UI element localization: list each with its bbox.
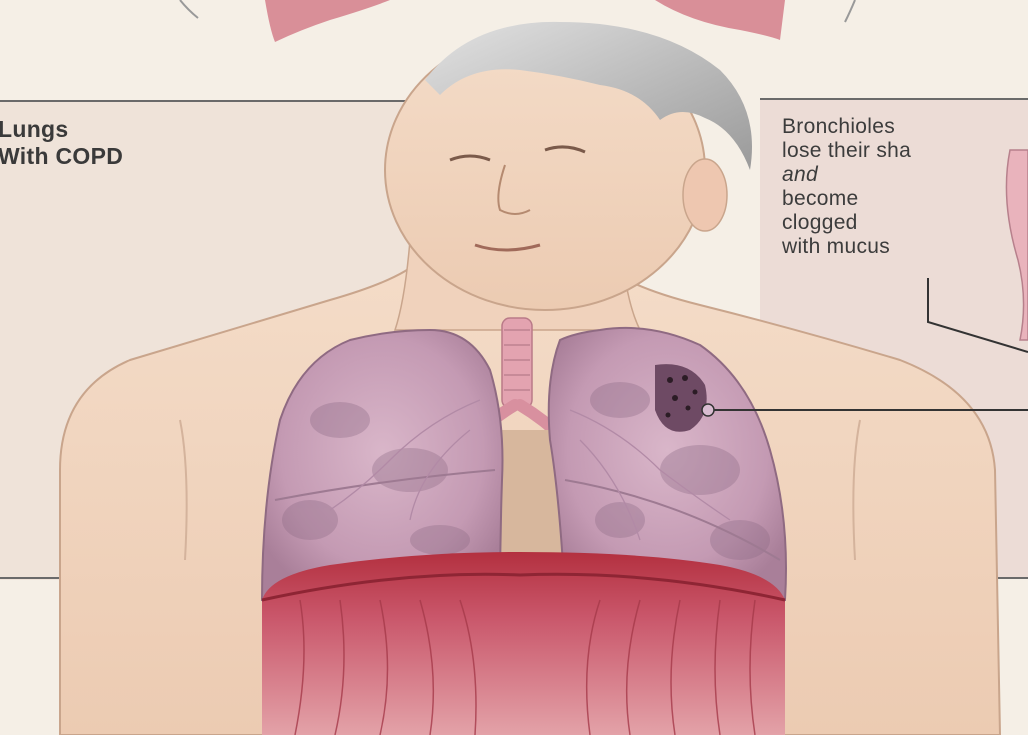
diagram-title: Lungs With COPD — [0, 116, 123, 170]
callout-line-1: Bronchioles — [782, 115, 911, 139]
title-line-1: Lungs — [0, 116, 123, 143]
callout-target — [702, 404, 714, 416]
callout-line-6: with mucus — [782, 235, 911, 259]
ear — [683, 159, 727, 231]
bronchiole-callout: Bronchioles lose their sha and become cl… — [782, 115, 911, 259]
title-line-2: With COPD — [0, 143, 123, 170]
callout-line-3: and — [782, 163, 911, 187]
callout-line-5: clogged — [782, 211, 911, 235]
callout-line-2: lose their sha — [782, 139, 911, 163]
callout-line-4: become — [782, 187, 911, 211]
trachea — [502, 318, 532, 408]
